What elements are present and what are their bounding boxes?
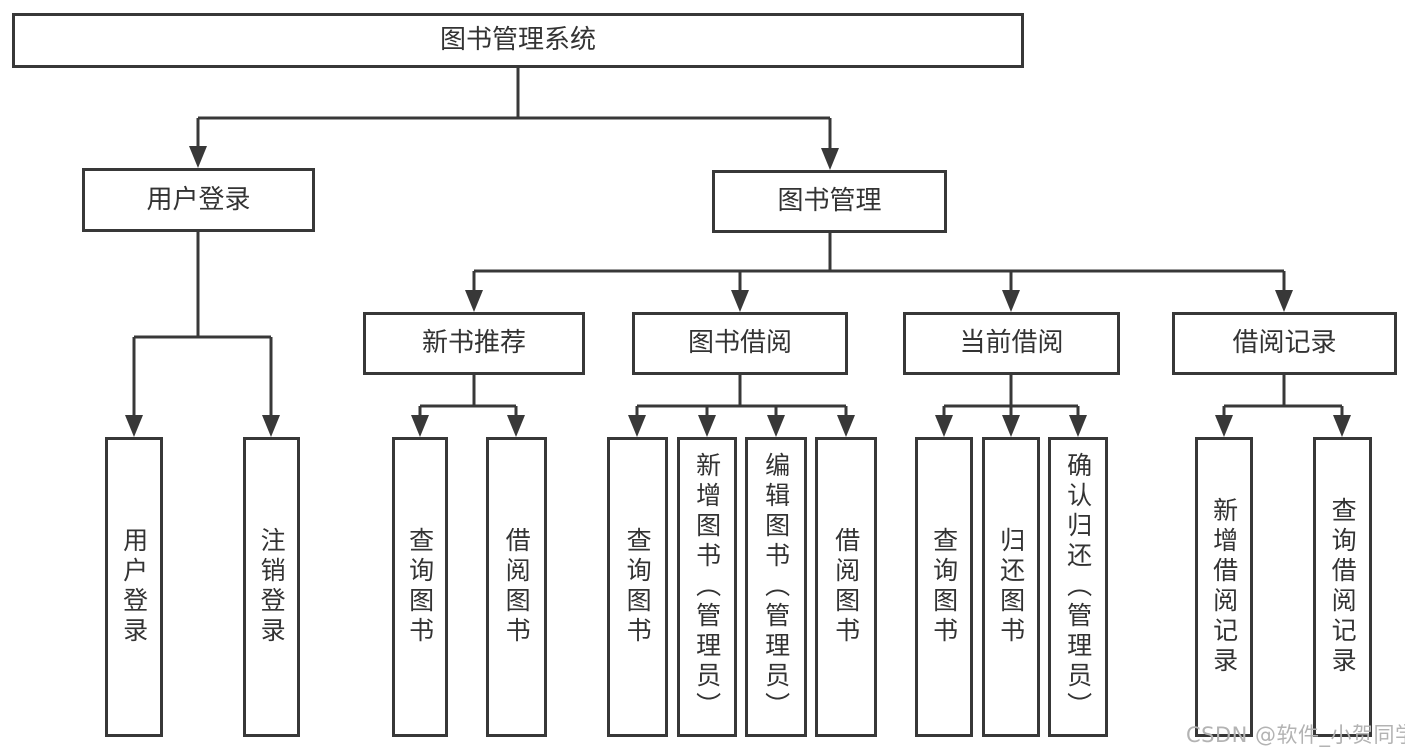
leaf-query-books-recommend: 查询图书 — [392, 437, 448, 737]
csdn-watermark: CSDN @软件_小贺同学 — [1186, 723, 1405, 747]
leaf-borrow-books-recommend: 借阅图书 — [486, 437, 547, 737]
node-book-management: 图书管理 — [712, 170, 947, 233]
leaf-confirm-return-admin: 确认归还（管理员） — [1048, 437, 1108, 737]
leaf-user-login: 用户登录 — [105, 437, 163, 737]
node-library-management-system: 图书管理系统 — [12, 13, 1024, 68]
leaf-query-books-borrow: 查询图书 — [607, 437, 668, 737]
leaf-query-books-current: 查询图书 — [915, 437, 973, 737]
leaf-logout: 注销登录 — [243, 437, 300, 737]
node-new-book-recommend: 新书推荐 — [363, 312, 585, 375]
leaf-return-books: 归还图书 — [982, 437, 1040, 737]
leaf-edit-books-admin: 编辑图书（管理员） — [745, 437, 807, 737]
leaf-borrow-books: 借阅图书 — [815, 437, 877, 737]
node-current-borrow: 当前借阅 — [903, 312, 1120, 375]
leaf-add-borrow-record: 新增借阅记录 — [1195, 437, 1253, 737]
leaf-query-borrow-record: 查询借阅记录 — [1313, 437, 1372, 737]
node-user-login: 用户登录 — [82, 168, 315, 232]
node-borrow-records: 借阅记录 — [1172, 312, 1397, 375]
node-book-borrow: 图书借阅 — [632, 312, 848, 375]
leaf-add-books-admin: 新增图书（管理员） — [677, 437, 737, 737]
